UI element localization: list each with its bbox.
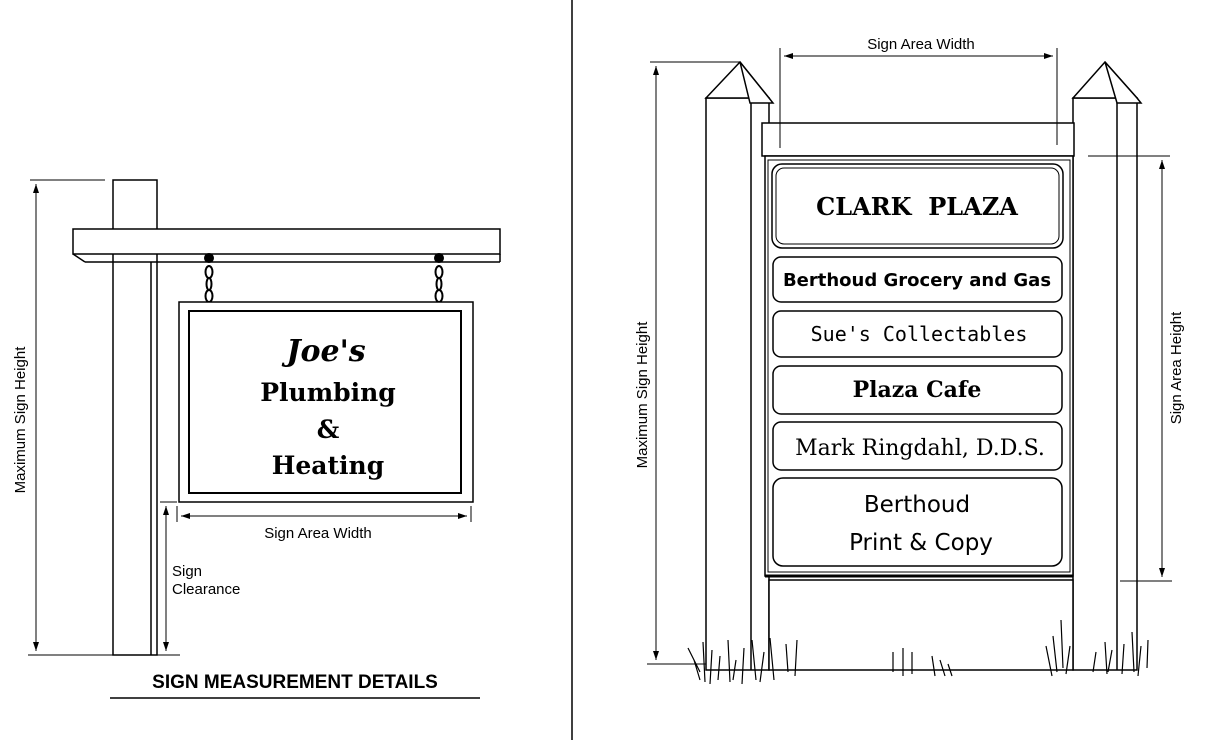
joes-sign-board [178,301,474,503]
left-clearance-dimension [160,501,177,651]
right-sign-cap [761,122,1075,157]
tenant-panel-grocery [772,256,1063,303]
right-area-height-label: Sign Area Height [1168,311,1185,424]
sign-line-joes: Joe's [281,334,365,369]
tenant-grocery: Berthoud Grocery and Gas [783,270,1051,291]
right-area-width-dimension [779,48,1058,148]
tenant-panel-cafe [772,365,1063,415]
clark-plaza-panel [771,163,1064,249]
tenant-print-line2: Print & Copy [849,530,993,556]
tenant-dentist: Mark Ringdahl, D.D.S. [795,436,1045,461]
right-max-height-label: Maximum Sign Height [634,321,651,469]
left-area-width-label: Sign Area Width [264,525,372,542]
left-chain-2 [434,253,444,303]
tenant-panel-dentist [772,421,1063,471]
tenant-collectables: Sue's Collectables [811,322,1028,346]
sign-line-plumbing: Plumbing [260,378,396,407]
right-area-height-dimension [1088,155,1172,582]
left-chain-1 [204,253,214,303]
tenant-print-line1: Berthoud [864,492,970,518]
left-area-width-dimension [176,506,472,522]
left-max-height-label: Maximum Sign Height [12,346,29,494]
right-sign-base [768,579,1074,671]
right-monument-sign-diagram: CLARK PLAZA Berthoud Grocery and Gas Sue… [634,36,1185,685]
grass-tufts [687,619,1149,685]
clark-plaza-title: CLARK PLAZA [816,192,1018,221]
left-crossbar [72,228,501,263]
right-area-width-label: Sign Area Width [867,36,975,53]
right-left-pillar [704,60,775,671]
tenant-panel-print [772,477,1063,567]
left-clearance-label-line1: Sign [172,563,202,580]
left-caption: SIGN MEASUREMENT DETAILS [152,672,438,693]
right-right-pillar [1071,60,1143,671]
sign-line-ampersand: & [317,415,340,444]
sign-line-heating: Heating [272,451,384,480]
left-hanging-sign-diagram: Joe's Plumbing & Heating Maximum Sign He… [12,179,501,699]
left-clearance-label-line2: Clearance [172,581,240,598]
tenant-cafe: Plaza Cafe [853,377,982,403]
tenant-panel-collectables [772,310,1063,358]
